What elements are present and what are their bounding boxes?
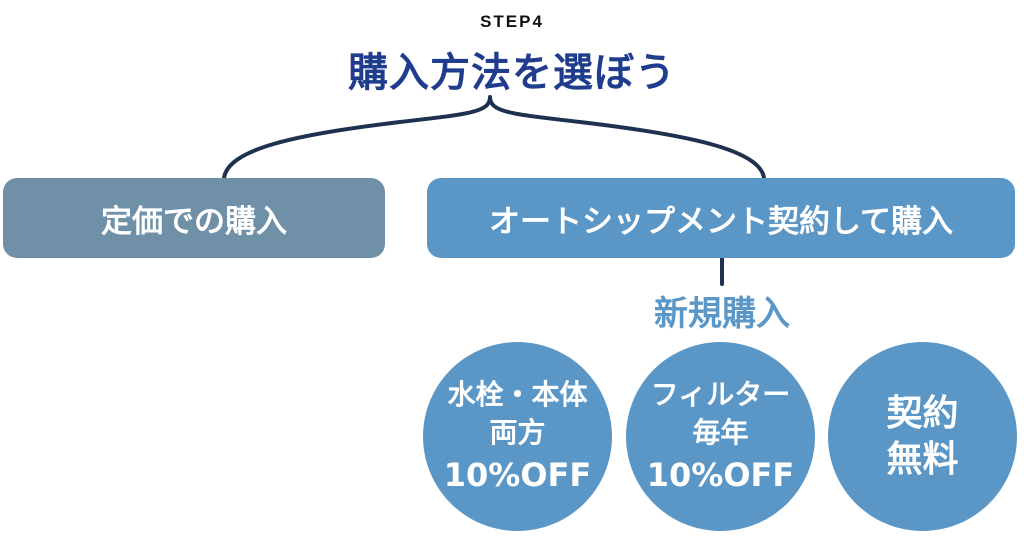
benefit-line: 水栓・本体 — [447, 377, 588, 411]
benefit-line: フィルター — [650, 377, 791, 411]
benefit-discount: 10%OFF — [443, 455, 592, 494]
benefit-line: 両方 — [489, 415, 546, 449]
benefit-discount: 10%OFF — [646, 455, 795, 494]
benefit-circle: 水栓・本体 両方 10%OFF — [423, 342, 612, 531]
benefit-line: 無料 — [886, 438, 959, 480]
benefit-line: 毎年 — [692, 415, 749, 449]
autoship-subheading: 新規購入 — [654, 294, 790, 334]
benefit-line: 契約 — [886, 392, 959, 434]
option-label: オートシップメント契約して購入 — [488, 203, 954, 240]
option-regular-price: 定価での購入 — [3, 178, 385, 258]
option-autoship: オートシップメント契約して購入 — [427, 178, 1015, 258]
benefit-circle: フィルター 毎年 10%OFF — [626, 342, 815, 531]
benefit-circle: 契約 無料 — [828, 342, 1017, 531]
brace-connector — [222, 95, 766, 180]
page-title: 購入方法を選ぼう — [348, 49, 676, 96]
step-label: STEP4 — [480, 12, 544, 31]
option-label: 定価での購入 — [101, 203, 287, 240]
